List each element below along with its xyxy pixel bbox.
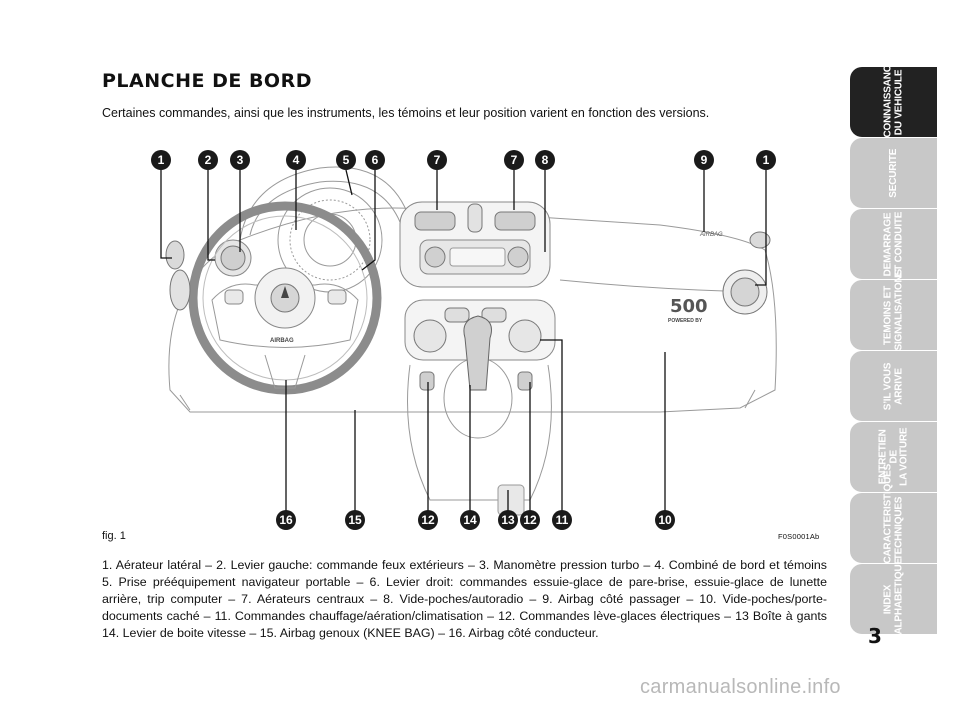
- tab-entretien-de-la-voiture[interactable]: ENTRETIEN DE LA VOITURE: [850, 422, 937, 493]
- tab-label: DEMARRAGE ET CONDUITE: [882, 211, 904, 277]
- callout-4: 4: [286, 150, 306, 170]
- svg-text:1: 1: [763, 153, 770, 167]
- tab-temoins-et-signalisations[interactable]: TEMOINS ET SIGNALISATIONS: [850, 268, 937, 351]
- callout-7a: 7: [427, 150, 447, 170]
- watermark-text: carmanualsonline.info: [640, 676, 841, 698]
- tab-index-alphabetique[interactable]: INDEX ALPHABETIQUE: [850, 557, 937, 635]
- page-title: PLANCHE DE BORD: [102, 70, 312, 92]
- leader-lines: [160, 158, 767, 512]
- svg-text:1: 1: [158, 153, 165, 167]
- callout-7b: 7: [504, 150, 524, 170]
- callout-11: 11: [552, 510, 572, 530]
- callout-6: 6: [365, 150, 385, 170]
- dashboard-outline: [165, 166, 777, 516]
- figure-label: fig. 1: [102, 530, 126, 542]
- callout-14: 14: [460, 510, 480, 530]
- bottom-callouts: 16 15 12 14 13 12 11 10: [276, 510, 675, 530]
- callout-3: 3: [230, 150, 250, 170]
- tab-label: CONNAISSANCE DU VEHICULE: [882, 58, 904, 137]
- callout-12a: 12: [418, 510, 438, 530]
- svg-text:6: 6: [372, 153, 379, 167]
- callout-16: 16: [276, 510, 296, 530]
- tab-label: CARACTERISTIQUES TECHNIQUES: [882, 463, 904, 563]
- tab-sil-vous-arrive[interactable]: S’IL VOUS ARRIVE: [850, 351, 937, 422]
- chapter-tabs: CONNAISSANCE DU VEHICULE SECURITE DEMARR…: [850, 58, 937, 635]
- callout-8: 8: [535, 150, 555, 170]
- svg-text:4: 4: [293, 153, 300, 167]
- svg-text:16: 16: [279, 513, 293, 527]
- svg-text:11: 11: [556, 513, 569, 527]
- intro-text: Certaines commandes, ainsi que les instr…: [102, 106, 710, 120]
- callout-1: 1: [151, 150, 171, 170]
- dashboard-illustration: AIRBAG AIRBAG 500 POWERED BY 1 2 3 4 5 6…: [151, 150, 777, 530]
- dash-airbag-text: AIRBAG: [699, 232, 723, 238]
- figure-code: F0S0001Ab: [778, 532, 820, 541]
- page-number: 3: [868, 624, 882, 648]
- svg-text:9: 9: [701, 153, 708, 167]
- callout-10: 10: [655, 510, 675, 530]
- svg-text:7: 7: [434, 153, 441, 167]
- svg-text:10: 10: [658, 513, 672, 527]
- callout-13: 13: [498, 510, 518, 530]
- svg-text:7: 7: [511, 153, 518, 167]
- tab-caracteristiques-techniques[interactable]: CARACTERISTIQUES TECHNIQUES: [850, 463, 937, 564]
- callout-9: 9: [694, 150, 714, 170]
- svg-text:3: 3: [237, 153, 244, 167]
- callout-15: 15: [345, 510, 365, 530]
- svg-text:14: 14: [463, 513, 477, 527]
- tab-label: INDEX ALPHABETIQUE: [882, 557, 904, 635]
- tab-demarrage-et-conduite[interactable]: DEMARRAGE ET CONDUITE: [850, 209, 937, 280]
- tab-securite[interactable]: SECURITE: [850, 138, 937, 209]
- brand-500-text: 500: [670, 296, 708, 317]
- svg-text:12: 12: [421, 513, 435, 527]
- top-callouts: 1 2 3 4 5 6 7 7 8 9 1: [151, 150, 776, 170]
- figure-caption: 1. Aérateur latéral – 2. Levier gauche: …: [102, 558, 827, 640]
- callout-2: 2: [198, 150, 218, 170]
- svg-text:8: 8: [542, 153, 549, 167]
- tab-label: SECURITE: [887, 148, 899, 198]
- svg-text:5: 5: [343, 153, 350, 167]
- tab-connaissance-du-vehicule[interactable]: CONNAISSANCE DU VEHICULE: [850, 58, 937, 138]
- callout-12b: 12: [520, 510, 540, 530]
- tab-label: TEMOINS ET SIGNALISATIONS: [882, 268, 904, 350]
- svg-text:2: 2: [205, 153, 212, 167]
- callout-1b: 1: [756, 150, 776, 170]
- svg-text:12: 12: [523, 513, 537, 527]
- tab-label: S’IL VOUS ARRIVE: [882, 362, 904, 410]
- wheel-airbag-text: AIRBAG: [270, 338, 294, 344]
- svg-text:15: 15: [348, 513, 362, 527]
- powered-by-text: POWERED BY: [668, 318, 703, 324]
- svg-text:13: 13: [501, 513, 515, 527]
- callout-5: 5: [336, 150, 356, 170]
